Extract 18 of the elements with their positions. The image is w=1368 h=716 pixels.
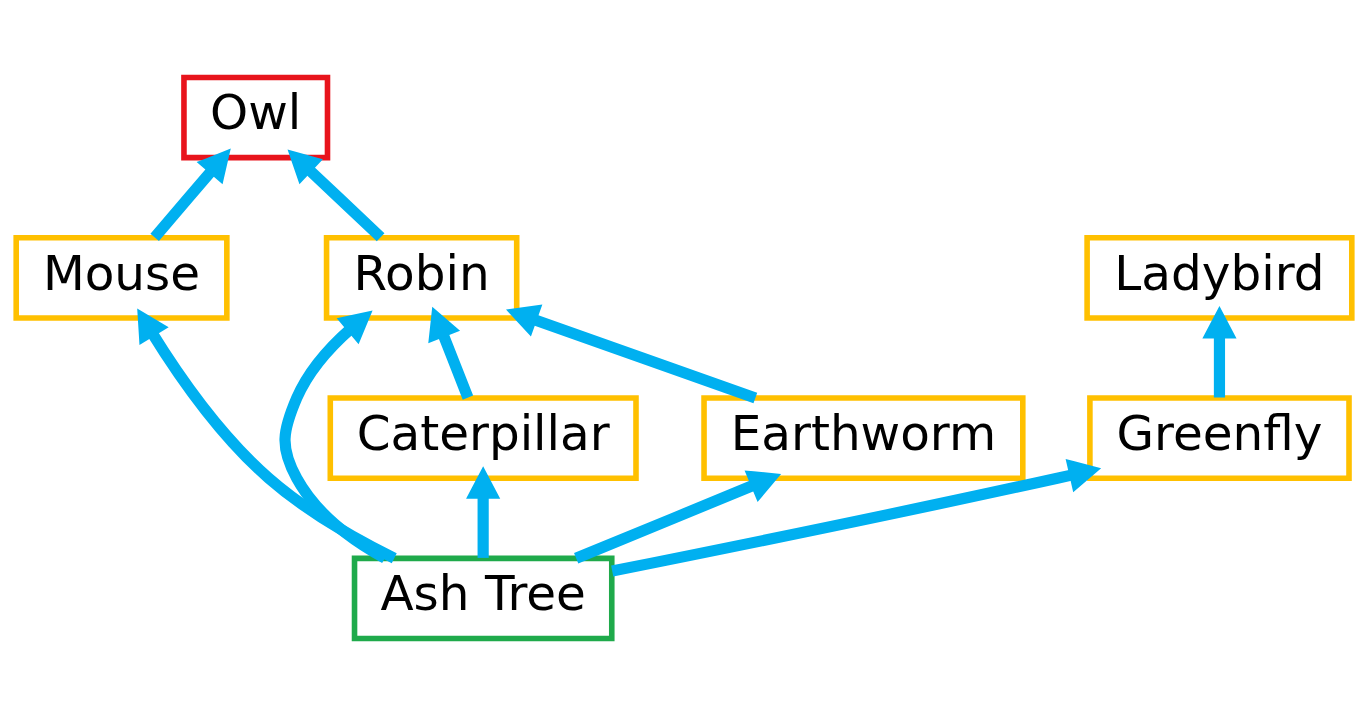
arrow <box>279 310 388 564</box>
node-box: Mouse <box>13 234 230 321</box>
node-box: Greenfly <box>1087 395 1352 482</box>
node-box: Owl <box>181 74 331 161</box>
arrow <box>466 466 501 558</box>
node-box: Robin <box>323 234 520 321</box>
arrow <box>574 470 782 564</box>
node-box: Ladybird <box>1084 234 1355 321</box>
arrow <box>611 458 1102 577</box>
node-box: Ash Tree <box>351 555 615 642</box>
arrow <box>506 304 758 404</box>
arrow <box>137 308 397 564</box>
node-box: Caterpillar <box>327 395 639 482</box>
node-box: Earthworm <box>701 395 1026 482</box>
arrow <box>287 149 385 242</box>
arrow <box>428 306 474 400</box>
arrow <box>1202 305 1237 398</box>
arrow <box>150 148 231 241</box>
